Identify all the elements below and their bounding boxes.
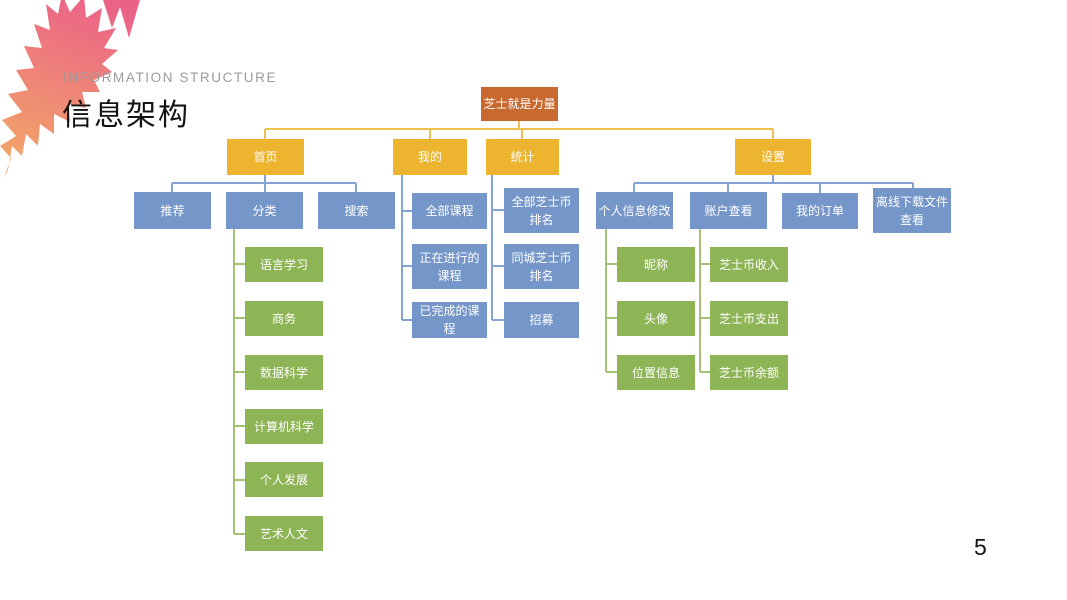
node-coin-balance: 芝士币余额 [710,355,788,390]
node-city-coin-ranking: 同城芝士币排名 [504,244,579,289]
node-avatar: 头像 [617,301,695,336]
connector-stats-children [491,175,504,321]
node-personal-development: 个人发展 [245,462,323,497]
node-my-orders: 我的订单 [782,193,858,229]
connector-settings-children [633,175,914,193]
node-category: 分类 [226,192,303,229]
node-ongoing-courses: 正在进行的课程 [412,244,487,289]
node-coin-income: 芝士币收入 [710,247,788,282]
slide-eyebrow: INFORMATION STRUCTURE [63,70,278,85]
page-number: 5 [974,534,987,560]
node-root: 芝士就是力量 [481,87,558,121]
node-business: 商务 [245,301,323,336]
node-location-info: 位置信息 [617,355,695,390]
node-all-coin-ranking: 全部芝士币排名 [504,188,579,233]
node-home: 首页 [227,139,304,175]
node-data-science: 数据科学 [245,355,323,390]
page-title: 信息架构 [62,99,190,132]
node-settings: 设置 [735,139,811,175]
node-completed-courses: 已完成的课程 [412,302,487,338]
connector-root-level [264,121,774,139]
connector-category-children [233,229,245,535]
node-profile-edit: 个人信息修改 [596,192,673,229]
node-computer-science: 计算机科学 [245,409,323,444]
node-language-learning: 语言学习 [245,247,323,282]
node-all-courses: 全部课程 [412,193,487,229]
node-arts-humanities: 艺术人文 [245,516,323,551]
connector-profile-children [605,229,617,373]
node-mine: 我的 [393,139,467,175]
node-account-view: 账户查看 [690,192,767,229]
connector-home-children [171,175,357,192]
node-recommend: 推荐 [134,192,211,229]
node-search: 搜索 [318,192,395,229]
node-recruit: 招募 [504,302,579,338]
node-offline-files: 离线下载文件查看 [873,188,951,233]
node-coin-expense: 芝士币支出 [710,301,788,336]
node-stats: 统计 [486,139,559,175]
connector-mine-children [401,175,412,321]
node-nickname: 昵称 [617,247,695,282]
connector-account-children [699,229,710,373]
